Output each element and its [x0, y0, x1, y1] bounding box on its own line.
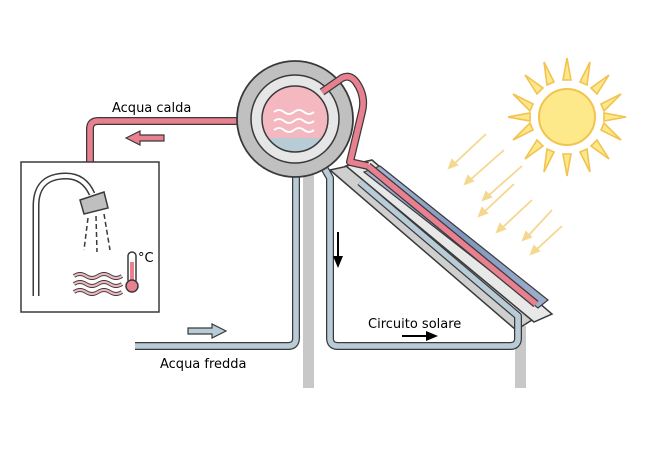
thermometer-icon — [125, 251, 139, 293]
temperature-unit-label: °C — [138, 251, 154, 266]
hot-water-flow-arrow — [124, 130, 165, 146]
hot-water-label: Acqua calda — [112, 101, 191, 116]
solar-circuit-right-arrow — [402, 331, 438, 341]
sun-icon — [507, 57, 627, 177]
hot-water-pipe — [86, 117, 260, 162]
cold-water-label: Acqua fredda — [160, 357, 247, 372]
cold-water-flow-arrow — [187, 323, 228, 339]
hot-water-waves-icon — [72, 272, 124, 296]
shower-icon — [32, 172, 111, 296]
support-post-left — [303, 168, 314, 388]
sun-rays — [447, 133, 563, 256]
support-post-right — [515, 326, 526, 388]
solar-circuit-down-arrow — [333, 232, 343, 268]
solar-circuit-label: Circuito solare — [368, 317, 461, 332]
